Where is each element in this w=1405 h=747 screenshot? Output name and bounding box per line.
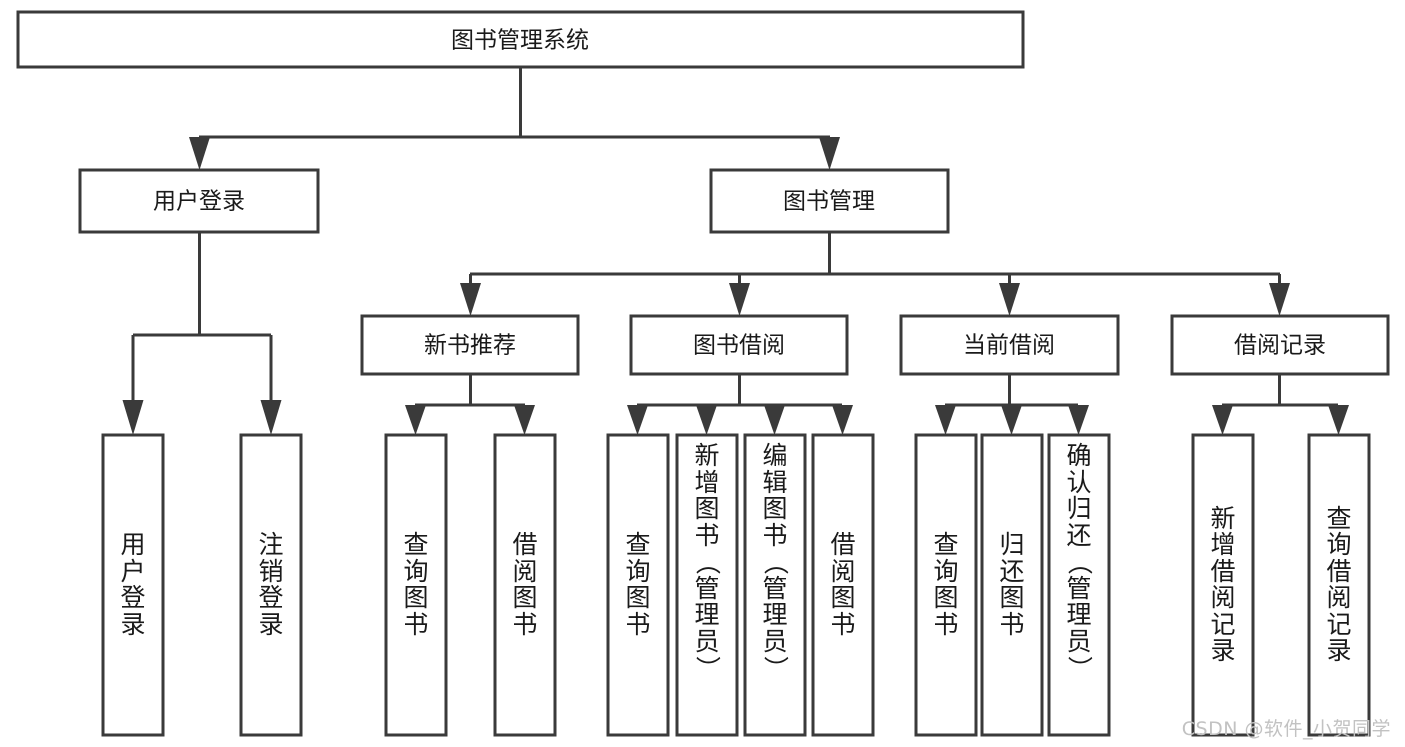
node-new-book-recommend-box[interactable] [360, 314, 580, 376]
arrowhead-leaf-query-book-3 [935, 405, 956, 435]
connector-group-borrow-record [1212, 374, 1349, 435]
node-borrow-record-label: 借阅记录 [1234, 333, 1326, 359]
leaf-add-record[interactable] [1191, 433, 1255, 737]
arrowhead-leaf-user-login [122, 400, 144, 435]
leaf-add-book[interactable] [675, 433, 739, 737]
arrowhead-user-login [189, 137, 210, 170]
node-root[interactable]: 图书管理系统 [16, 10, 1025, 69]
leaf-user-login[interactable] [101, 433, 165, 737]
node-borrow-record[interactable]: 借阅记录 [1170, 314, 1390, 376]
node-current-borrow-box[interactable] [899, 314, 1120, 376]
connector-group-new-book-recommend [405, 374, 535, 435]
node-user-login[interactable]: 用户登录 [78, 168, 320, 234]
leaf-edit-book[interactable] [743, 433, 807, 737]
node-user-login-label: 用户登录 [153, 189, 245, 215]
leaf-add-record-box[interactable] [1191, 433, 1255, 737]
connector-group-current-borrow [935, 374, 1089, 435]
arrowhead-leaf-add-record [1212, 405, 1233, 435]
arrowhead-leaf-edit-book [764, 405, 785, 435]
leaf-query-book-1-box[interactable] [384, 433, 448, 737]
arrowhead-new-book-recommend [460, 283, 481, 316]
arrowhead-book-management [819, 137, 840, 170]
node-book-borrow-label: 图书借阅 [693, 333, 785, 359]
arrowhead-leaf-borrow-book-1 [514, 405, 535, 435]
connector-group-user-login [122, 232, 282, 435]
leaf-user-login-box[interactable] [101, 433, 165, 737]
arrowhead-leaf-confirm-return [1068, 405, 1089, 435]
node-book-borrow[interactable]: 图书借阅 [629, 314, 849, 376]
csdn-watermark: CSDN @软件_小贺同学 [1181, 718, 1391, 740]
arrowhead-leaf-add-book [696, 405, 717, 435]
leaf-query-record-box[interactable] [1307, 433, 1371, 737]
arrowhead-leaf-query-book-2 [627, 405, 648, 435]
connector-group-book-management [460, 232, 1290, 316]
node-book-management-box[interactable] [709, 168, 950, 234]
leaf-edit-book-box[interactable] [743, 433, 807, 737]
arrowhead-book-borrow [729, 283, 750, 316]
connector-group-root [189, 67, 840, 170]
leaf-query-book-2[interactable] [606, 433, 670, 737]
leaf-query-book-3[interactable] [914, 433, 978, 737]
leaf-borrow-book-1[interactable] [493, 433, 557, 737]
node-user-login-box[interactable] [78, 168, 320, 234]
node-root-label: 图书管理系统 [451, 28, 589, 54]
leaf-query-book-2-box[interactable] [606, 433, 670, 737]
leaf-confirm-return-box[interactable] [1047, 433, 1111, 737]
leaf-logout[interactable] [239, 433, 303, 737]
node-book-borrow-box[interactable] [629, 314, 849, 376]
leaf-return-book-box[interactable] [980, 433, 1044, 737]
node-book-management-label: 图书管理 [783, 189, 875, 215]
arrowhead-leaf-logout [260, 400, 282, 435]
leaf-borrow-book-2-box[interactable] [811, 433, 875, 737]
node-current-borrow-label: 当前借阅 [963, 333, 1055, 359]
leaf-query-record[interactable] [1307, 433, 1371, 737]
leaf-query-book-1[interactable] [384, 433, 448, 737]
node-root-box[interactable] [16, 10, 1025, 69]
leaf-borrow-book-1-box[interactable] [493, 433, 557, 737]
node-new-book-recommend[interactable]: 新书推荐 [360, 314, 580, 376]
connector-group-book-borrow [627, 374, 853, 435]
leaf-confirm-return[interactable] [1047, 433, 1111, 737]
arrowhead-leaf-borrow-book-2 [832, 405, 853, 435]
leaf-add-book-box[interactable] [675, 433, 739, 737]
node-new-book-recommend-label: 新书推荐 [424, 333, 516, 359]
arrowhead-leaf-query-record [1328, 405, 1349, 435]
arrowhead-current-borrow [999, 283, 1020, 316]
leaf-logout-box[interactable] [239, 433, 303, 737]
node-borrow-record-box[interactable] [1170, 314, 1390, 376]
node-book-management[interactable]: 图书管理 [709, 168, 950, 234]
leaf-query-book-3-box[interactable] [914, 433, 978, 737]
leaf-return-book[interactable] [980, 433, 1044, 737]
arrowhead-borrow-record [1269, 283, 1290, 316]
arrowhead-leaf-return-book [1001, 405, 1022, 435]
node-current-borrow[interactable]: 当前借阅 [899, 314, 1120, 376]
arrowhead-leaf-query-book-1 [405, 405, 426, 435]
leaf-borrow-book-2[interactable] [811, 433, 875, 737]
